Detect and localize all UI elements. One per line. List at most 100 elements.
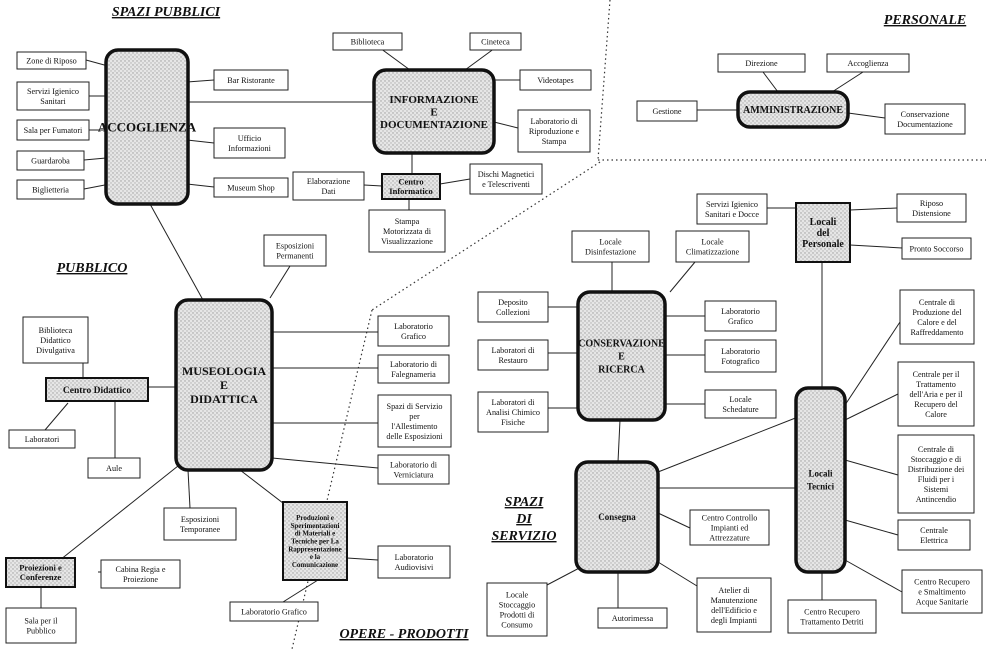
leaf-centrale-fluidi-text-line: Centrale di [918, 445, 955, 454]
leaf-sala-pubblico-text-line: Pubblico [26, 626, 55, 635]
leaf-box [163, 507, 237, 541]
leaf-centro-controllo-text-line: Impianti ed [711, 523, 749, 532]
leaf-biblioteca-text-line: Biblioteca [351, 37, 385, 46]
leaf-centrale-calore-text-line: Produzione del [912, 308, 962, 317]
leaf-pronto-soccorso-text-line: Pronto Soccorso [910, 244, 964, 253]
leaf-biglietteria-text-line: Biglietteria [32, 185, 69, 194]
leaf-accoglienza-pers-text-line: Accoglienza [848, 59, 889, 68]
leaf-lab-audiovisivi-text-line: Audiovisivi [395, 563, 434, 572]
leaf-direzione-text-line: Direzione [745, 59, 778, 68]
leaf-sala-pubblico-text-line: Sala per il [24, 616, 58, 625]
node-produzioni-text-line: Rappresentazione [288, 545, 342, 553]
leaf-gestione-text-line: Gestione [652, 107, 681, 116]
hub-box [736, 90, 850, 129]
leaf-centro-acque-text-line: Centro Recupero [914, 577, 970, 586]
leaf-box [704, 300, 777, 332]
leaf-box [901, 569, 983, 614]
leaf-direzione: Direzione [717, 53, 806, 73]
leaf-aule-text-line: Aule [106, 464, 122, 473]
node-box [45, 377, 149, 402]
leaf-lab-fotografico-text-line: Laboratorio [721, 347, 760, 356]
leaf-lab-analisi-text-line: Analisi Chimico [486, 408, 540, 417]
leaf-box [486, 582, 548, 637]
leaf-esposizioni-temporanee-text-line: Temporanee [180, 525, 221, 534]
hub-museologia-text-line: MUSEOLOGIA [182, 364, 266, 378]
leaf-box [897, 361, 975, 427]
region-label-line: SPAZI [505, 495, 544, 510]
node-proiezioni-text-line: Proiezioni e [19, 563, 62, 573]
leaf-lab-grafico-prod: Laboratorio Grafico [229, 601, 319, 622]
region-label: PUBBLICO [57, 261, 128, 276]
leaf-cineteca-text-line: Cineteca [481, 37, 510, 46]
region-label: SPAZI PUBBLICI [112, 5, 221, 20]
leaf-locale-stoccaggio-text-line: Stoccaggio [499, 600, 535, 609]
leaf-lab-falegnameria-text-line: Falegnameria [391, 370, 436, 379]
leaf-museum-shop: Museum Shop [213, 177, 289, 198]
node-locali-personale-text-line: Locali [810, 217, 837, 228]
leaf-box [16, 179, 85, 200]
leaf-centrale-calore-text-line: Centrale di [919, 298, 956, 307]
leaf-atelier-text-line: degli Impianti [711, 616, 758, 625]
leaf-box [377, 454, 450, 485]
hub-accoglienza: ACCOGLIENZA [98, 48, 197, 206]
leaf-box [229, 601, 319, 622]
leaf-servizi-igienici-text-line: Servizi Igienico [27, 87, 79, 96]
leaf-ufficio-informazioni-text-line: Ufficio [238, 134, 262, 143]
leaf-lab-grafico-prod-text-line: Laboratorio Grafico [241, 607, 307, 616]
hub-amministrazione: AMMINISTRAZIONE [736, 90, 850, 129]
region-label: PERSONALE [884, 13, 966, 28]
leaf-conservazione-doc-text-line: Documentazione [897, 120, 953, 129]
leaf-box [704, 389, 777, 419]
leaf-zone-riposo-text-line: Zone di Riposo [26, 56, 77, 65]
leaf-box [263, 234, 327, 267]
leaf-spazi-servizio-allest: Spazi di Servizioperl'Allestimentodelle … [377, 394, 452, 448]
leaf-centrale-fluidi-text-line: Stoccaggio e di [911, 455, 962, 464]
leaf-spazi-servizio-allest-text-line: Spazi di Servizio [387, 402, 443, 411]
leaf-sala-fumatori-text-line: Sala per Fumatori [24, 126, 83, 135]
leaf-box [597, 607, 668, 629]
hub-museologia-text-line: DIDATTICA [190, 392, 258, 406]
region-label-line: SPAZI PUBBLICI [112, 5, 221, 20]
leaf-locale-climatizzazione-text-line: Climatizzazione [686, 247, 740, 256]
leaf-deposito-collezioni-text-line: Collezioni [496, 308, 531, 317]
leaf-museum-shop-text-line: Museum Shop [227, 183, 275, 192]
node-produzioni-text-line: Tecniche per La [291, 538, 339, 546]
leaf-locale-schedature-text-line: Schedature [722, 405, 759, 414]
leaf-box [368, 209, 446, 253]
leaf-box [696, 193, 768, 225]
leaf-box [477, 291, 549, 323]
leaf-lab-grafico-mus-text-line: Laboratorio [394, 322, 433, 331]
node-produzioni-text-line: Produzioni e [296, 514, 334, 522]
leaf-esposizioni-permanenti-text-line: Permanenti [276, 251, 314, 260]
node-centro-informatico-text-line: Centro [398, 177, 423, 187]
leaf-sala-fumatori: Sala per Fumatori [16, 119, 90, 141]
leaf-box [477, 391, 549, 433]
leaf-centrale-fluidi-text-line: Sistemi [924, 485, 949, 494]
hub-box [574, 460, 660, 574]
leaf-box [16, 150, 85, 171]
leaf-dischi-magnetici-text-line: Dischi Magnetici [478, 170, 535, 179]
node-box [282, 501, 348, 581]
leaf-box [8, 429, 76, 449]
leaf-box [884, 103, 966, 135]
leaf-guardaroba: Guardaroba [16, 150, 85, 171]
leaf-lab-analisi-text-line: Laboratori di [492, 398, 536, 407]
leaf-conservazione-doc-text-line: Conservazione [901, 110, 950, 119]
node-box [5, 557, 76, 588]
